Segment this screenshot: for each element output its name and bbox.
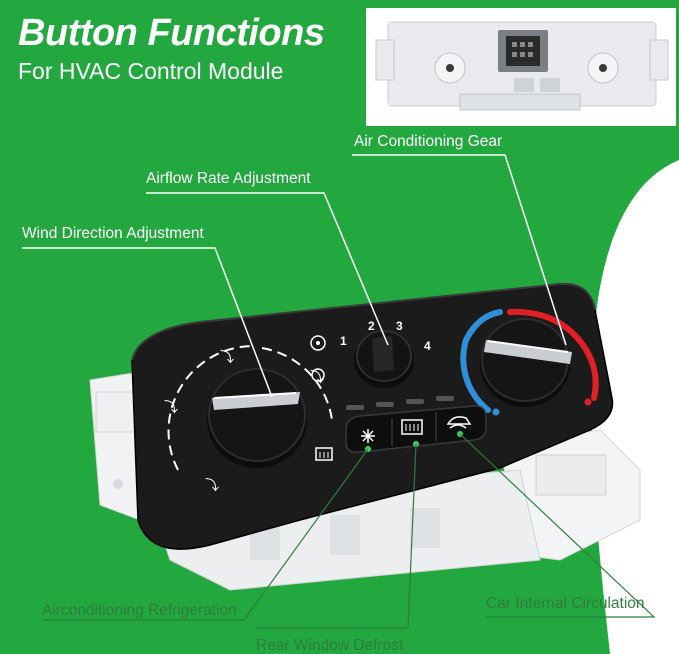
callout-airflow-rate-adjustment: Airflow Rate Adjustment [146, 170, 311, 187]
svg-text:⤵: ⤵ [205, 478, 219, 494]
page-title: Button Functions [18, 12, 325, 54]
airflow-icon [311, 368, 325, 382]
fan-speed-1: 1 [340, 334, 347, 348]
fan-speed-3: 3 [396, 319, 403, 333]
fan-speed-4: 4 [424, 339, 431, 353]
rear-defrost-icon [401, 419, 423, 435]
page-subtitle: For HVAC Control Module [18, 58, 284, 84]
callout-airconditioning-refrigeration: Airconditioning Refrigeration [42, 602, 237, 619]
fan-speed-2: 2 [368, 319, 375, 333]
callout-rear-window-defrost: Rear Window Defrost [256, 637, 404, 654]
svg-text:⤵: ⤵ [310, 370, 324, 386]
svg-text:⤵: ⤵ [164, 400, 178, 416]
callout-air-conditioning-gear: Air Conditioning Gear [354, 133, 503, 150]
recirculation-icon [446, 416, 472, 429]
callout-car-internal-circulation: Car Internal Circulation [486, 595, 645, 612]
snowflake-icon [361, 429, 375, 443]
callout-wind-direction-adjustment: Wind Direction Adjustment [22, 225, 204, 242]
svg-text:⤵: ⤵ [220, 350, 234, 366]
